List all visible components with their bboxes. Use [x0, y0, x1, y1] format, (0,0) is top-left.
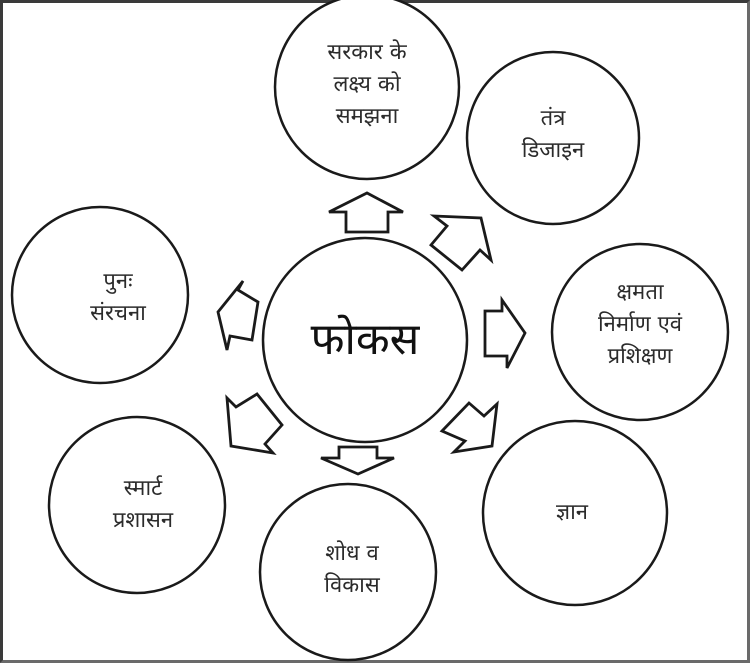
- center-label-text: फोकस: [310, 314, 420, 365]
- label-line: संरचना: [90, 301, 146, 326]
- label-line: सरकार के: [327, 40, 407, 65]
- node-smart-administration-label: स्मार्ट प्रशासन: [113, 473, 173, 537]
- label-line: डिजाइन: [521, 138, 585, 163]
- arrow-down-left-icon: [225, 392, 284, 456]
- node-restructuring-circle: [10, 205, 190, 385]
- label-line: पुनः: [103, 269, 133, 294]
- arrow-up-icon: [328, 191, 404, 234]
- center-focus-circle: [261, 236, 469, 444]
- node-capacity-building-label: क्षमता निर्माण एवं प्रशिक्षण: [598, 277, 682, 373]
- label-line: ज्ञान: [555, 500, 589, 525]
- label-line: प्रशासन: [112, 508, 174, 533]
- node-goal-understanding-circle: [273, 0, 461, 181]
- node-goal-understanding-label: सरकार के लक्ष्य को समझना: [327, 37, 406, 133]
- node-smart-administration-circle: [47, 415, 227, 595]
- node-capacity-building-circle: [550, 242, 730, 422]
- arrow-left-icon: [216, 280, 260, 351]
- node-restructuring-label: पुनः संरचना: [90, 266, 146, 330]
- node-knowledge-circle: [481, 419, 669, 607]
- label-line: स्मार्ट: [123, 476, 163, 501]
- node-system-design-circle: [465, 50, 641, 226]
- node-research-development-circle: [258, 482, 438, 662]
- arrow-right-icon: [483, 295, 527, 369]
- label-line: समझना: [335, 104, 399, 129]
- node-knowledge-label: ज्ञान: [556, 497, 588, 529]
- arrow-down-icon: [320, 445, 395, 476]
- label-line: निर्माण एवं: [597, 312, 683, 337]
- center-focus-label: फोकस: [311, 315, 420, 365]
- label-line: प्रशिक्षण: [607, 344, 673, 369]
- label-line: शोध व: [325, 541, 379, 566]
- arrow-down-right-icon: [439, 400, 499, 455]
- node-research-development-label: शोध व विकास: [324, 538, 379, 602]
- arrow-up-right-icon: [429, 214, 494, 272]
- label-line: विकास: [324, 573, 380, 598]
- label-line: तंत्र: [540, 106, 566, 131]
- label-line: क्षमता: [616, 280, 664, 305]
- node-system-design-label: तंत्र डिजाइन: [522, 103, 585, 167]
- label-line: लक्ष्य को: [333, 72, 401, 97]
